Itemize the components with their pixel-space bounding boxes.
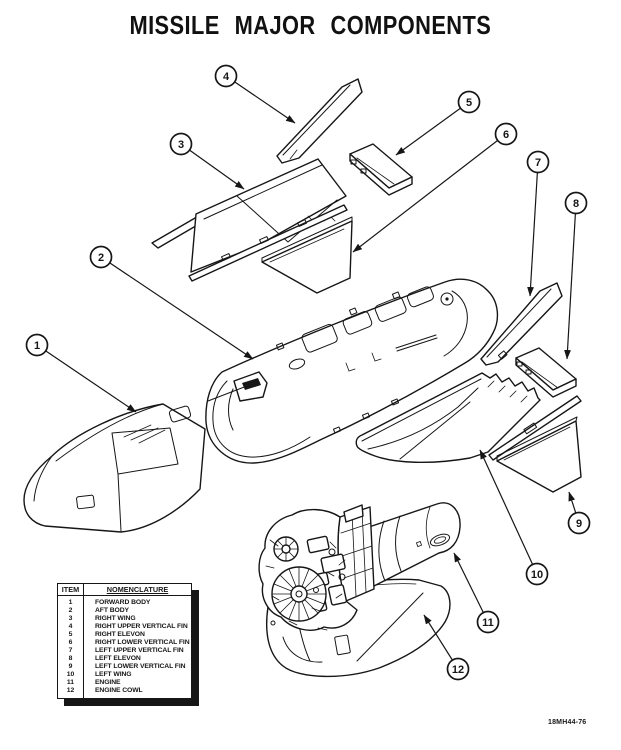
item-number: 6	[57, 639, 84, 647]
item-nomenclature: RIGHT ELEVON	[95, 631, 145, 638]
part-right-upper-vertical-fin	[276, 78, 363, 164]
part-aft-body	[205, 278, 499, 464]
callout-10-balloon	[525, 562, 549, 586]
item-number: 8	[57, 655, 84, 663]
page-title: MISSILE MAJOR COMPONENTS	[0, 10, 621, 41]
callout-5-balloon	[457, 90, 481, 114]
item-number: 4	[57, 623, 84, 631]
part-left-wing	[355, 372, 582, 464]
callout-1: 1	[25, 333, 137, 413]
callout-3-number: 3	[178, 139, 184, 151]
callout-12: 12	[423, 614, 470, 681]
callout-6-number: 6	[503, 129, 509, 141]
callout-2-balloon	[89, 245, 113, 269]
part-right-lower-vertical-fin	[261, 216, 353, 294]
callout-3: 3	[169, 132, 245, 190]
callout-7: 7	[526, 150, 550, 297]
part-left-upper-vertical-fin	[480, 282, 563, 366]
item-nomenclature: LEFT WING	[95, 671, 132, 678]
item-number: 12	[57, 687, 84, 699]
part-right-elevon	[349, 143, 413, 196]
table-row: 1 FORWARD BODY	[57, 595, 192, 607]
item-nomenclature: LEFT UPPER VERTICAL FIN	[95, 647, 184, 654]
item-nomenclature: ENGINE COWL	[95, 687, 143, 694]
table-row: 8 LEFT ELEVON	[57, 655, 192, 663]
item-nomenclature: LEFT ELEVON	[95, 655, 141, 662]
callout-1-balloon	[25, 333, 49, 357]
item-number: 9	[57, 663, 84, 671]
callout-5-number: 5	[466, 97, 472, 109]
table-row: 10 LEFT WING	[57, 671, 192, 679]
callout-7-balloon	[526, 150, 550, 174]
callout-8-number: 8	[573, 198, 579, 210]
item-nomenclature: FORWARD BODY	[95, 599, 151, 606]
item-nomenclature: ENGINE	[95, 679, 121, 686]
callout-1-number: 1	[34, 340, 40, 352]
callout-11: 11	[453, 552, 500, 634]
callout-7-number: 7	[535, 157, 541, 169]
table-row: 11 ENGINE	[57, 679, 192, 687]
callout-9-balloon	[567, 511, 591, 535]
table-row: 5 RIGHT ELEVON	[57, 631, 192, 639]
item-nomenclature: RIGHT UPPER VERTICAL FIN	[95, 623, 188, 630]
callout-2-number: 2	[98, 252, 104, 264]
callout-4: 4	[214, 64, 296, 124]
item-nomenclature: LEFT LOWER VERTICAL FIN	[95, 663, 186, 670]
item-number: 3	[57, 615, 84, 623]
column-header-item: ITEM	[57, 583, 84, 596]
column-header-nomenclature: NOMENCLATURE	[83, 583, 192, 596]
nomenclature-table: ITEM NOMENCLATURE 1 FORWARD BODY 2 AFT BOD…	[57, 583, 192, 699]
callout-3-balloon	[169, 132, 193, 156]
table-row: 12 ENGINE COWL	[57, 687, 192, 699]
callout-11-balloon	[476, 610, 500, 634]
table-header-row: ITEM NOMENCLATURE	[57, 583, 192, 596]
item-nomenclature: AFT BODY	[95, 607, 129, 614]
callout-2: 2	[89, 245, 254, 360]
callout-10: 10	[479, 449, 549, 586]
table-row: 4 RIGHT UPPER VERTICAL FIN	[57, 623, 192, 631]
figure-code: 18MH44-76	[548, 719, 587, 726]
item-number: 11	[57, 679, 84, 687]
callout-9: 9	[567, 491, 591, 535]
table-row: 9 LEFT LOWER VERTICAL FIN	[57, 663, 192, 671]
part-engine	[258, 502, 461, 631]
callout-11-number: 11	[482, 617, 494, 629]
callout-10-number: 10	[531, 569, 543, 581]
item-number: 10	[57, 671, 84, 679]
table-row: 6 RIGHT LOWER VERTICAL FIN	[57, 639, 192, 647]
part-forward-body	[23, 403, 206, 533]
table-row: 2 AFT BODY	[57, 607, 192, 615]
callout-12-number: 12	[452, 664, 464, 676]
callout-6: 6	[352, 122, 518, 253]
part-left-lower-vertical-fin	[496, 416, 582, 493]
part-right-wing	[151, 158, 348, 282]
callout-6-balloon	[494, 122, 518, 146]
callout-9-number: 9	[576, 518, 582, 530]
callout-8-balloon	[564, 191, 588, 215]
part-left-elevon	[515, 347, 577, 398]
item-nomenclature: RIGHT WING	[95, 615, 136, 622]
item-number: 5	[57, 631, 84, 639]
page-title-text: MISSILE MAJOR COMPONENTS	[129, 10, 492, 40]
table-row: 3 RIGHT WING	[57, 615, 192, 623]
callout-12-balloon	[446, 657, 470, 681]
item-nomenclature: RIGHT LOWER VERTICAL FIN	[95, 639, 190, 646]
item-number: 1	[57, 595, 84, 607]
callout-8: 8	[564, 191, 588, 360]
item-number: 2	[57, 607, 84, 615]
callout-4-number: 4	[223, 71, 230, 83]
callout-4-balloon	[214, 64, 238, 88]
item-number: 7	[57, 647, 84, 655]
callout-5: 5	[395, 90, 481, 156]
table-row: 7 LEFT UPPER VERTICAL FIN	[57, 647, 192, 655]
